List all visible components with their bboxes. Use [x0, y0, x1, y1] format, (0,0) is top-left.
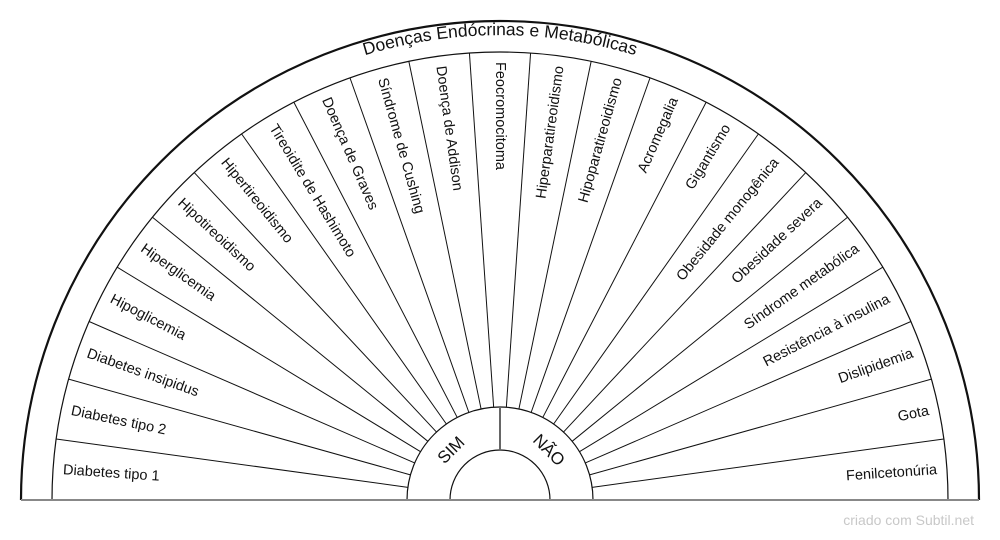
sector-divider [349, 77, 470, 413]
sector-label: Hipotireoidismo [174, 195, 258, 275]
sector-label: Doença de Addison [432, 65, 465, 192]
sector-label: Hiperparatireoidismo [533, 65, 567, 200]
sector-label: Hipertireoidismo [217, 155, 296, 246]
sector-label: Gota [896, 403, 931, 425]
sector-label: Doença de Graves [318, 95, 381, 212]
sector-divider [571, 216, 848, 442]
sector-divider [589, 378, 932, 476]
sector-label: Hipoparatireoidismo [576, 76, 626, 204]
sector-divider [468, 53, 495, 408]
yes-label: SIM [434, 433, 469, 468]
sector-divider [293, 101, 458, 418]
watermark: criado com Subtil.net [843, 512, 974, 528]
sector-label: Feocromocitoma [492, 62, 508, 171]
sector-label: Diabetes insipidus [85, 346, 201, 400]
sector-divider [152, 216, 429, 442]
sector-label: Fenilcetonúria [846, 462, 939, 484]
sector-divider [193, 172, 437, 433]
sector-divider [408, 61, 482, 410]
sector-divider [518, 61, 592, 410]
sector-label: Hiperglicemia [138, 241, 220, 305]
sector-divider [542, 101, 707, 418]
sector-label: Dislipidemia [836, 345, 916, 387]
sector-divider [116, 266, 421, 453]
sector-divider [585, 321, 912, 464]
ring-inner-arc [449, 449, 551, 501]
sector-label: Acromegalia [635, 94, 682, 175]
chart-title: Doenças Endócrinas e Metabólicas [360, 19, 640, 59]
sector-label: Síndrome de Cushing [374, 76, 427, 215]
inner-arc [51, 51, 949, 501]
sector-divider [56, 438, 408, 488]
sector-divider [88, 321, 415, 464]
outer-arc [19, 19, 981, 501]
sector-divider [530, 77, 651, 413]
sector-divider [563, 172, 807, 433]
sector-label: Diabetes tipo 1 [62, 462, 160, 485]
sector-divider [505, 53, 532, 408]
sector-divider [553, 133, 759, 425]
chart-title-text: Doenças Endócrinas e Metabólicas [360, 19, 640, 59]
sector-divider [68, 378, 411, 476]
sector-divider [579, 266, 884, 453]
sector-label: Diabetes tipo 2 [70, 403, 168, 438]
sector-divider [592, 438, 944, 488]
sector-divider [241, 133, 447, 425]
sector-label: Hipoglicemia [107, 291, 189, 344]
